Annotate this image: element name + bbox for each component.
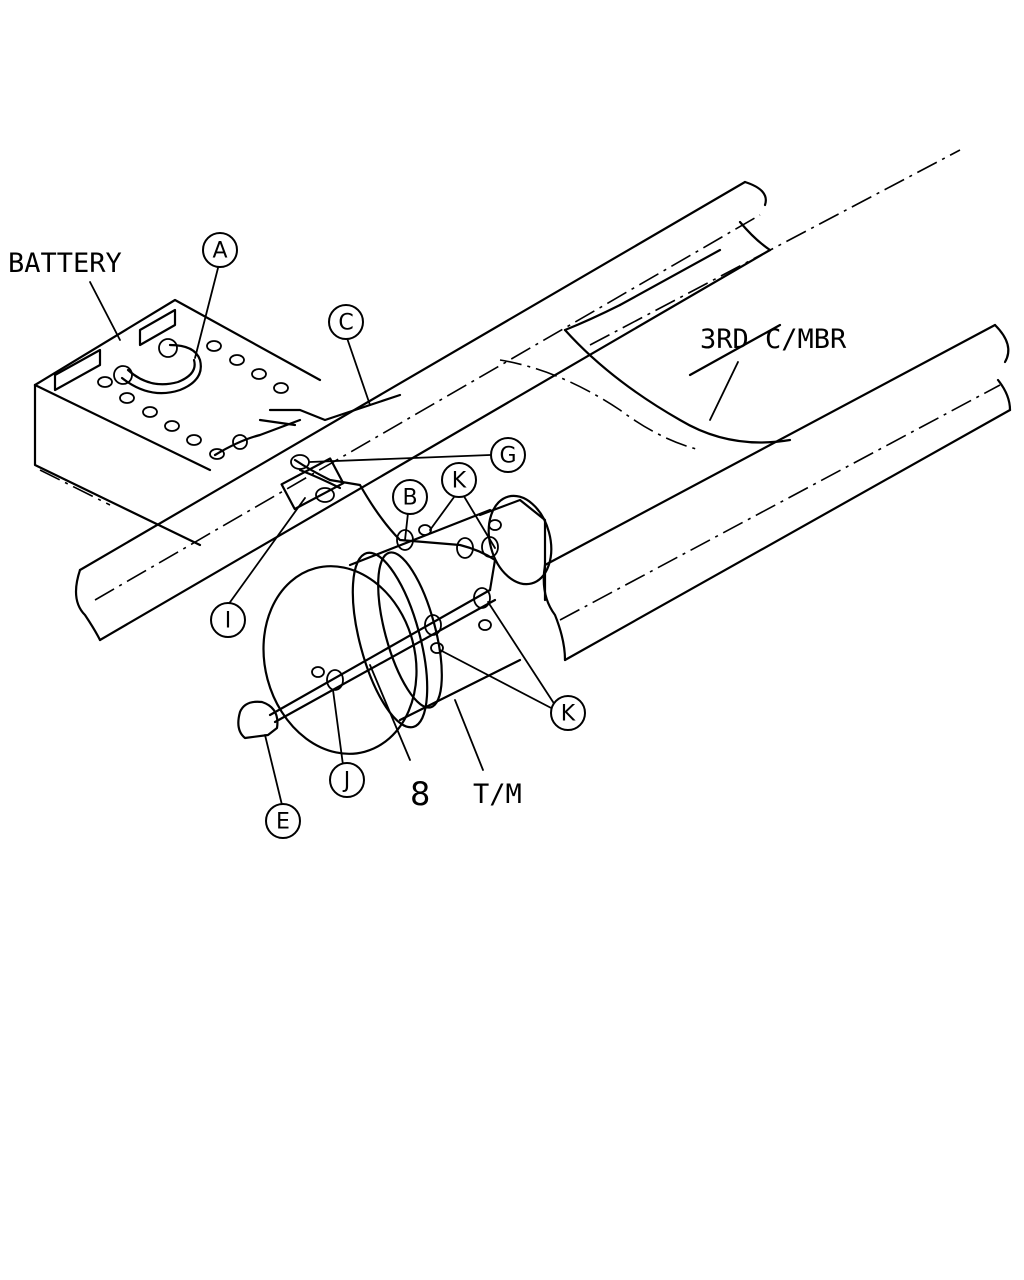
callout-k-upper: K bbox=[441, 462, 477, 498]
leader-lines bbox=[89, 267, 739, 806]
svg-text:B: B bbox=[402, 486, 417, 511]
third-crossmember-label: 3RD C/MBR bbox=[700, 324, 847, 355]
svg-text:C: C bbox=[338, 311, 353, 336]
sensor-connector-e bbox=[237, 700, 279, 740]
callout-g: G bbox=[490, 437, 526, 473]
callout-a: A bbox=[202, 232, 238, 268]
svg-text:G: G bbox=[499, 444, 516, 469]
transmission bbox=[262, 494, 553, 755]
transmission-label: T/M bbox=[473, 779, 522, 810]
frame-rail-near bbox=[74, 180, 772, 642]
frame-rail-far bbox=[542, 323, 1012, 662]
svg-text:I: I bbox=[225, 609, 232, 634]
battery-box bbox=[33, 298, 322, 547]
svg-text:E: E bbox=[276, 810, 290, 835]
svg-text:J: J bbox=[342, 769, 351, 794]
battery-terminal-posts bbox=[97, 340, 289, 460]
callout-i: I bbox=[210, 602, 246, 638]
battery-label: BATTERY bbox=[8, 248, 122, 279]
callout-b: B bbox=[392, 479, 428, 515]
svg-text:K: K bbox=[452, 469, 467, 494]
battery-cable-a bbox=[113, 338, 202, 395]
third-crossmember bbox=[499, 149, 961, 451]
svg-text:K: K bbox=[561, 702, 576, 727]
callout-c: C bbox=[328, 304, 364, 340]
svg-text:A: A bbox=[212, 239, 227, 264]
callout-k-lower: K bbox=[550, 695, 586, 731]
callout-e: E bbox=[265, 803, 301, 839]
cable-harness bbox=[258, 393, 502, 724]
part-number-label: 8 bbox=[410, 775, 430, 813]
callout-j: J bbox=[329, 762, 365, 798]
